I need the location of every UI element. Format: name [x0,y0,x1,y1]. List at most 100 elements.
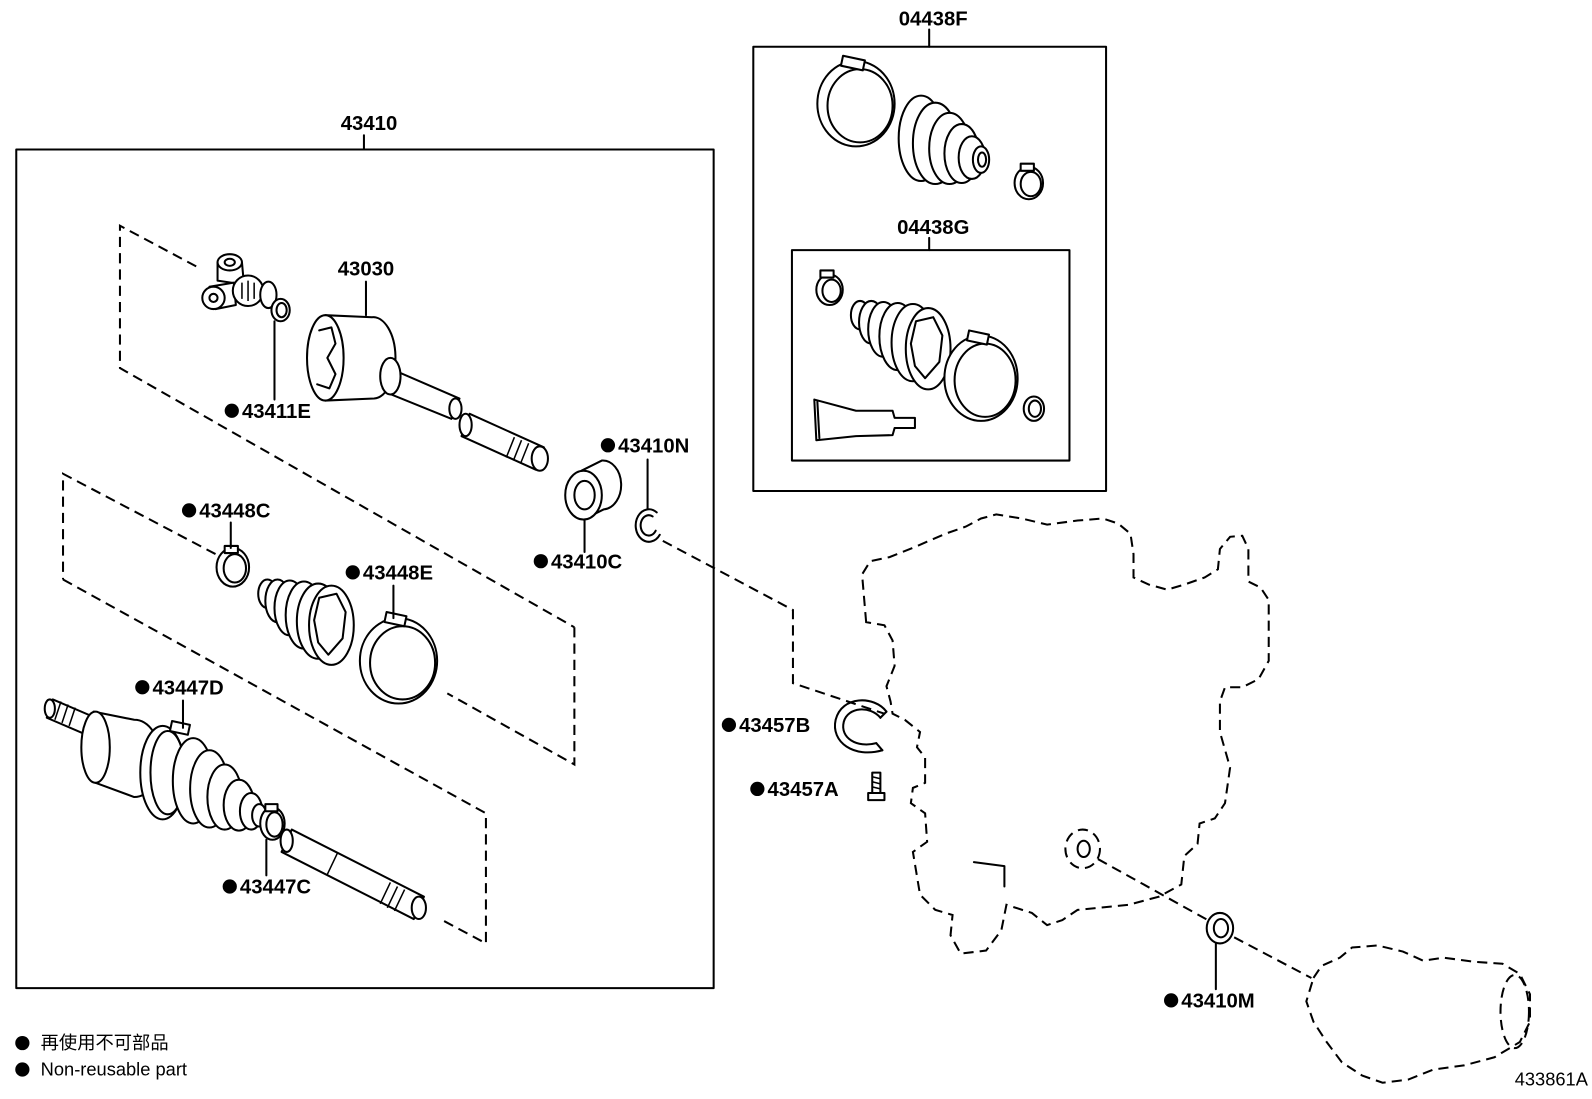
stub-shaft-splines [54,701,76,727]
boot-kit-g [849,299,952,391]
boot-neck-opening [976,151,988,168]
stub-shaft-end [43,698,56,719]
deflector-bore [573,479,596,511]
clamp-inner-band [953,342,1017,418]
clamp-inner-band [265,811,284,838]
callout-43457A: 43457A [768,779,840,801]
shaft-spline-end [530,445,549,472]
tripod-left-roller [201,285,226,311]
callout-43447D: 43447D [152,677,223,699]
non-reusable-marker [721,717,737,732]
tripod-hub-splines [241,280,255,301]
bolt-head [867,791,886,802]
non-reusable-marker [181,503,197,518]
callout-43411E: 43411E [242,401,311,423]
kit-box-04438G [790,249,1071,462]
tripod-top-roller-bore [223,257,236,267]
callout-43448E: 43448E [363,562,433,584]
tripod-joint [201,253,278,311]
boot-band-tab [168,720,191,736]
circlip-ends [875,710,888,752]
shaft-left-end [279,828,294,853]
centerline-shaft-to-transaxle [662,539,885,715]
differential-case-outline [1305,944,1532,1084]
callout-04438G: 04438G [897,217,969,239]
boot-neck [971,145,991,174]
clamp-inner-band [222,553,248,584]
callout-43457B: 43457B [739,715,810,737]
clamp-inner-band [826,68,894,144]
clamp-inner-band [821,278,842,303]
snap-ring-43411E [270,297,291,323]
callout-43410: 43410 [341,113,398,135]
group-outline-inner-joint [118,224,575,629]
boot-kit-f [897,94,991,186]
housing-face-lobes [316,326,337,390]
inboard-joint-housing-43030 [305,314,463,420]
oil-seal-43410M [1205,911,1235,945]
boot-inner-profile [909,316,944,380]
group-outline-outer-joint [62,578,487,946]
circlip-outer [833,699,888,754]
inboard-boot [257,578,355,666]
non-reusable-marker [222,879,237,894]
grease-tube [813,398,916,442]
shaft-body [280,828,425,921]
legend-item-japanese: 再使用不可部品 [41,1032,169,1053]
ring-outer [634,508,661,543]
legend-item-english: Non-reusable part [41,1059,187,1080]
transaxle-shaft-bore-inner [1076,839,1091,859]
callout-43410N: 43410N [618,435,689,457]
non-reusable-marker [600,438,616,453]
ring-inner [1027,399,1043,418]
dust-deflector-43410C [564,459,623,521]
inboard-shaft-section [458,412,549,472]
joint-face [80,710,111,784]
snap-ring-kit-g [1022,395,1046,422]
outboard-joint-43447D [43,698,268,832]
tripod-top-roller [216,253,243,272]
circlip-inner [842,708,882,746]
illustration-number: 433861A [1515,1069,1589,1090]
seal-inner [1212,918,1230,939]
group-outline-inner-boot-right [446,627,576,767]
boot-clamp-43448E [358,611,439,705]
shaft-splines [505,436,530,464]
shaft-left-end [458,412,473,438]
boot-clamp-43448C [215,544,251,588]
ring-inner [639,514,657,537]
differential-case-end [1499,973,1530,1050]
clamp-tab [839,54,866,72]
transaxle-shaft-bore [1064,828,1101,870]
non-reusable-marker [224,403,239,418]
housing-neck [379,356,402,396]
callout-04438F: 04438F [899,8,968,30]
grease-tube-crimp [816,400,821,440]
shaft-spline-end [410,895,427,921]
callout-43030: 43030 [338,259,395,281]
centerline-seal-to-differential [1233,936,1312,979]
shaft-splines [379,882,406,912]
non-reusable-marker [345,565,360,580]
non-reusable-marker [1164,993,1179,1008]
bolt-threads [872,775,881,790]
transaxle-outline [861,513,1270,955]
legend-marker [15,1035,30,1051]
boot-inner-profile [313,592,347,656]
ring-inner [275,301,288,319]
large-boot-clamp-kit-g [943,329,1019,422]
large-boot-clamp-kit-f [816,54,896,148]
clamp-tab [819,269,835,279]
legend-marker [15,1062,30,1077]
callout-43410M: 43410M [1181,990,1254,1012]
transaxle-flange [972,861,1006,888]
clamp-tab [965,329,990,346]
non-reusable-marker [533,554,548,569]
boot-clamp-43447C [259,803,286,841]
tripod-left-roller-bore [208,292,219,303]
drive-shaft [279,828,427,921]
circlip-43457B [833,699,888,754]
tripod-right-roller [259,280,278,310]
callout-43447C: 43447C [240,877,312,899]
